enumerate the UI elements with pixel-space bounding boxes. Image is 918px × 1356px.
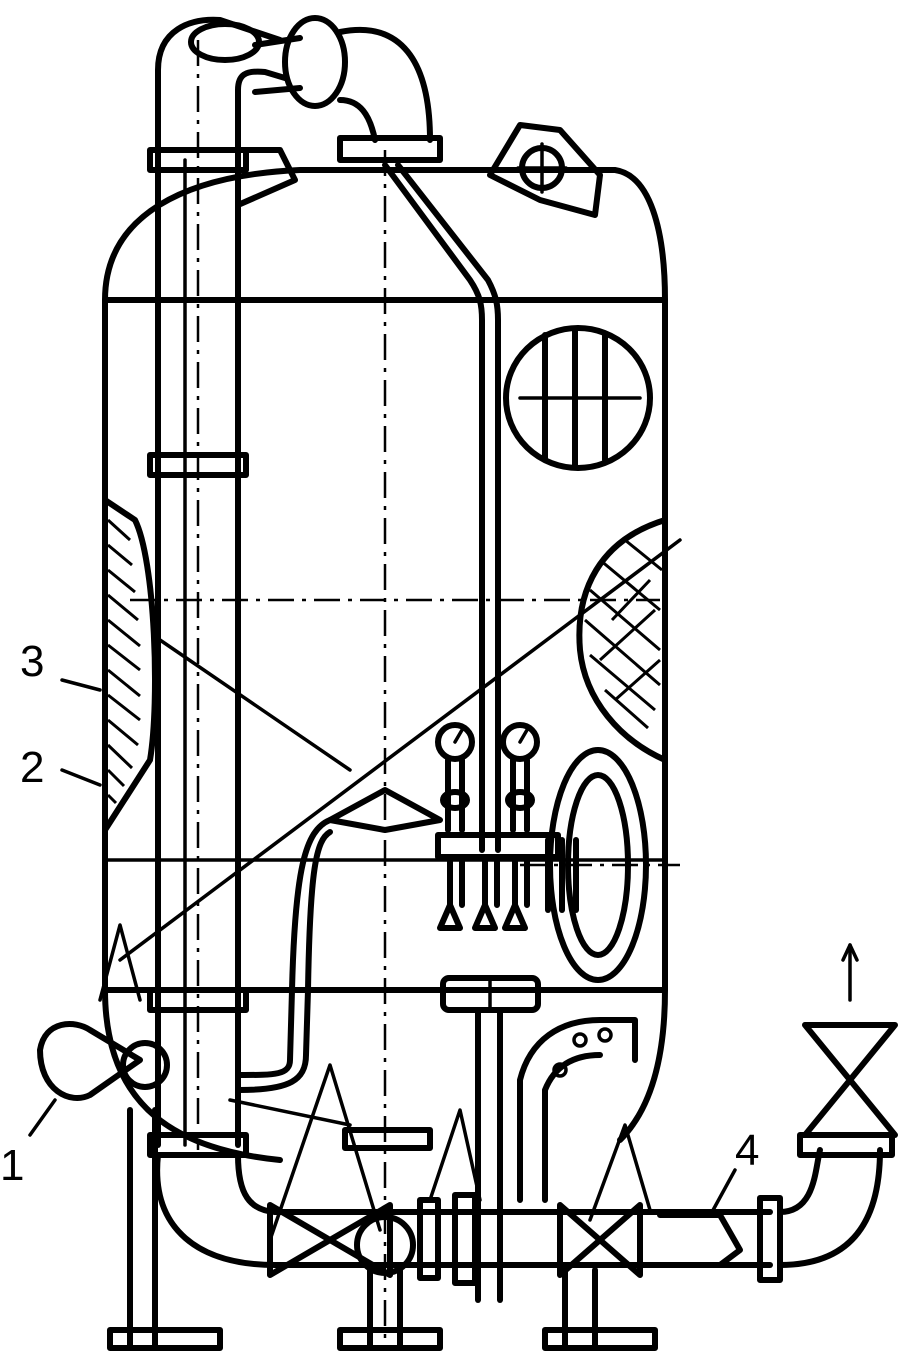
dome-elbow-inner (337, 97, 378, 143)
gauge-left-needle (453, 728, 464, 744)
support-foot-2 (337, 1327, 443, 1351)
gauge-left-cock (440, 789, 470, 811)
callout-3-leader (60, 678, 102, 692)
callout-1: 1 (0, 1098, 57, 1190)
manhole-upper (503, 325, 653, 471)
drain-dot-c (552, 1062, 568, 1078)
callout-1-label: 1 (0, 1141, 24, 1190)
gauge-right-needle (518, 728, 529, 744)
callout-2-label: 2 (20, 743, 44, 792)
callout-4-leader (710, 1168, 737, 1214)
top-elbow-flange (188, 21, 262, 63)
riser-flange-mid (147, 452, 249, 478)
sampling-tube-b (395, 162, 501, 853)
distributor-pipe-left-b (237, 829, 333, 1093)
support-cone-left (268, 1063, 382, 1242)
pressure-gauge-right (500, 722, 540, 762)
riser-gusset (235, 147, 298, 208)
bottom-piping (37, 923, 898, 1351)
gauge-right-cock (505, 789, 535, 811)
riser-flange-lower (147, 987, 249, 1013)
dome-nozzle-flange (337, 135, 443, 163)
support-cone-mid (428, 1108, 482, 1202)
support-cone-inlet (98, 923, 142, 1002)
support-cone-right (588, 1123, 652, 1222)
outlet-elbow-outer (777, 1147, 883, 1268)
drain-dot-a (572, 1032, 588, 1048)
drain-dot-b (597, 1027, 613, 1043)
drain-elbow-a (517, 1017, 638, 1203)
distributor-pipe-left-a (237, 817, 333, 1078)
vessel-bottom-right (617, 987, 668, 1143)
internal-distributor (118, 538, 682, 1303)
bottom-nozzle-flange (342, 1127, 433, 1151)
dome-elbow-outer (337, 27, 433, 143)
callout-3: 3 (20, 637, 102, 692)
riser-flange-top (147, 147, 249, 173)
right-hatch-outline (576, 517, 668, 763)
callout-2: 2 (20, 743, 102, 792)
top-connector-flange (282, 15, 348, 109)
callout-4-label: 4 (735, 1126, 759, 1175)
top-elbow-outer (155, 16, 283, 163)
sampling-tube-a (382, 162, 485, 853)
outlet-valve (802, 1022, 898, 1138)
lateral-upper-left (158, 638, 352, 772)
sample-cock-2 (472, 854, 500, 931)
gauge-assembly (382, 162, 561, 931)
header-flange-b (452, 1192, 478, 1286)
manhole-lower (520, 747, 680, 983)
inlet-valve-wheel (120, 1040, 170, 1090)
lateral-lower (228, 1098, 352, 1127)
outlet-arrow-head (841, 943, 859, 962)
top-elbow-inner (235, 68, 288, 163)
callout-2-leader (60, 768, 102, 787)
drain-elbow-b (542, 1052, 603, 1203)
header-valve-left-wheel (354, 1214, 416, 1276)
diagonal-lateral (118, 538, 682, 962)
support-foot-1 (107, 1327, 223, 1351)
callout-3-label: 3 (20, 637, 44, 686)
riser-pipe (147, 15, 443, 1158)
right-hatch-lines (584, 538, 663, 730)
callout-4: 4 (710, 1126, 759, 1214)
inlet-valve-body (37, 1021, 143, 1101)
hatched-sections (102, 497, 668, 833)
header-flange-end (757, 1195, 783, 1283)
sample-cock-3 (502, 854, 530, 931)
outlet-elbow-inner (777, 1147, 823, 1215)
vessel-top-dome (102, 167, 668, 303)
reducer (657, 1212, 743, 1268)
riser-flange-bottom (147, 1132, 249, 1158)
support-foot-3 (542, 1327, 658, 1351)
header-valve-right (557, 1202, 643, 1278)
left-hatch-lines (106, 518, 141, 805)
callout-1-leader (28, 1098, 57, 1137)
callouts: 1 2 3 4 (0, 637, 759, 1214)
lifting-lug (487, 122, 603, 218)
sample-cock-1 (437, 854, 465, 931)
lug-plate (487, 122, 603, 218)
top-connector (252, 35, 303, 95)
manhole-ring (503, 325, 653, 471)
left-hatch-outline (102, 497, 158, 833)
central-distributor-cone (327, 787, 443, 833)
pressure-gauge-left (435, 722, 475, 762)
